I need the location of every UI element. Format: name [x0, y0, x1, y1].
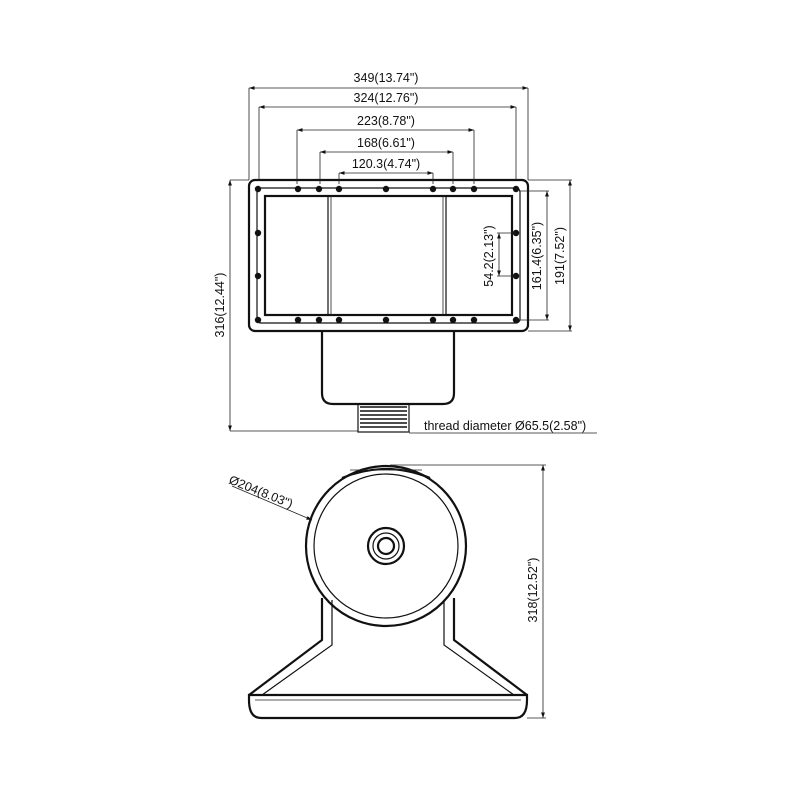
dim-flange-height: 191(7.52") — [553, 227, 567, 285]
bolt-icon — [449, 185, 457, 193]
thread-callout: thread diameter Ø65.5(2.58") — [409, 419, 597, 434]
bolt-icon — [254, 272, 262, 280]
flange-outline — [247, 178, 530, 333]
dim-opening-height: 161.4(6.35") — [530, 222, 544, 290]
dim-side-overall-height: 318(12.52") — [526, 558, 540, 623]
port-inner-circle — [376, 536, 396, 556]
port-outer-circle — [366, 526, 406, 566]
base-plate — [247, 693, 529, 720]
vertical-dimensions: 316(12.44") 191(7.52") 161.4(6.35") 54.2… — [213, 179, 572, 432]
dim-bolt-span-inner: 120.3(4.74") — [352, 157, 420, 171]
bottom-bolts — [254, 316, 520, 324]
bolt-icon — [254, 229, 262, 237]
body-inner-circle — [313, 473, 459, 619]
bolt-icon — [382, 185, 390, 193]
dim-overall-width: 349(13.74") — [354, 71, 419, 85]
thread-outline — [357, 403, 410, 433]
body-outline — [320, 331, 456, 406]
bolt-icon — [315, 316, 323, 324]
opening-outline — [263, 194, 514, 317]
bolt-icon — [382, 316, 390, 324]
bolt-icon — [470, 185, 478, 193]
bolt-icon — [512, 316, 520, 324]
side-bolts — [254, 229, 520, 280]
top-bolts — [254, 185, 520, 193]
bolt-icon — [335, 316, 343, 324]
bolt-icon — [294, 316, 302, 324]
diameter-leader — [231, 485, 313, 521]
dim-bolt-span-outer: 223(8.78") — [357, 114, 415, 128]
dim-body-diameter: Ø204(8.03") — [227, 473, 295, 511]
bolt-icon — [315, 185, 323, 193]
bolt-icon — [335, 185, 343, 193]
bolt-icon — [254, 185, 262, 193]
dim-overall-height: 316(12.44") — [213, 273, 227, 338]
bolt-icon — [294, 185, 302, 193]
thread-hatch — [360, 406, 407, 428]
side-view: Ø204(8.03") 318(12.52") — [227, 464, 546, 720]
bolt-icon — [449, 316, 457, 324]
bolt-icon — [254, 316, 262, 324]
dim-flange-width: 324(12.76") — [354, 91, 419, 105]
horizontal-dimensions: 349(13.74") 324(12.76") 223(8.78") 168(6… — [248, 71, 529, 184]
support-walls — [248, 598, 528, 696]
dim-bolt-spacing-side: 54.2(2.13") — [482, 225, 496, 286]
dim-bolt-span-mid: 168(6.61") — [357, 136, 415, 150]
bolt-icon — [470, 316, 478, 324]
bolt-icon — [429, 185, 437, 193]
bolt-icon — [512, 185, 520, 193]
port-mid-circle — [372, 532, 400, 560]
flange-inner-outline — [256, 187, 521, 324]
top-view: 349(13.74") 324(12.76") 223(8.78") 168(6… — [213, 71, 597, 434]
bolt-icon — [429, 316, 437, 324]
thread-label: thread diameter Ø65.5(2.58") — [424, 419, 586, 433]
body-outer-circle — [304, 464, 468, 628]
body-top-cap — [341, 467, 431, 480]
